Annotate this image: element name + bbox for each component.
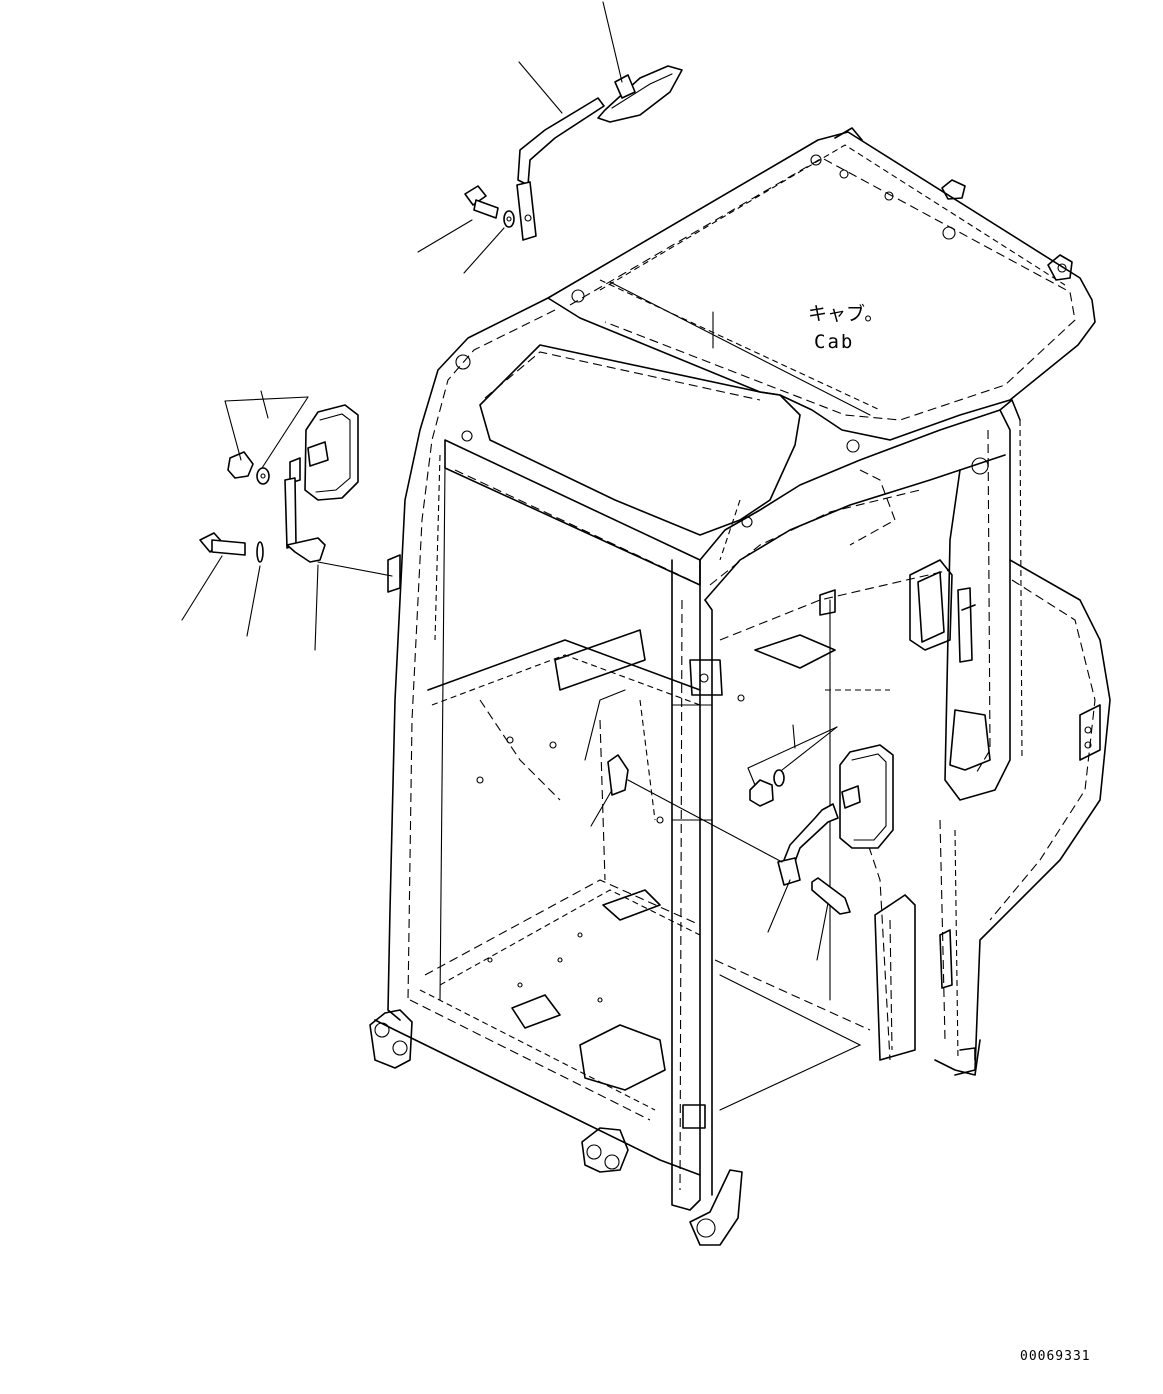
mirror-stay-top xyxy=(517,97,605,186)
mirror-head-top xyxy=(597,65,683,123)
cab-label-english: Cab xyxy=(814,331,854,353)
bolt-left-shank xyxy=(211,539,246,556)
drawing-number: 00069331 xyxy=(1020,1349,1091,1364)
cab-frame xyxy=(369,127,1111,1246)
inside-mirror-assembly xyxy=(607,744,894,915)
bolt-top-head xyxy=(464,185,487,206)
cab-label-japanese: キャブ。 xyxy=(808,302,883,325)
left-mirror-assembly xyxy=(199,404,393,577)
mirror-stay-left xyxy=(284,477,297,549)
mirror-head-left xyxy=(304,404,359,501)
bolt-inside xyxy=(811,877,851,915)
mount-bracket-inside xyxy=(607,754,629,796)
washer-inside xyxy=(773,769,785,787)
bolt-top-shank xyxy=(473,199,499,219)
mirror-head-inside xyxy=(839,744,894,849)
washer-left-2 xyxy=(256,541,264,563)
washer-left xyxy=(256,467,270,485)
top-mirror-assembly xyxy=(464,65,683,241)
washer-top xyxy=(503,210,515,228)
nut-inside xyxy=(749,779,774,807)
nut-left xyxy=(227,451,254,479)
leader-lines xyxy=(181,1,838,961)
